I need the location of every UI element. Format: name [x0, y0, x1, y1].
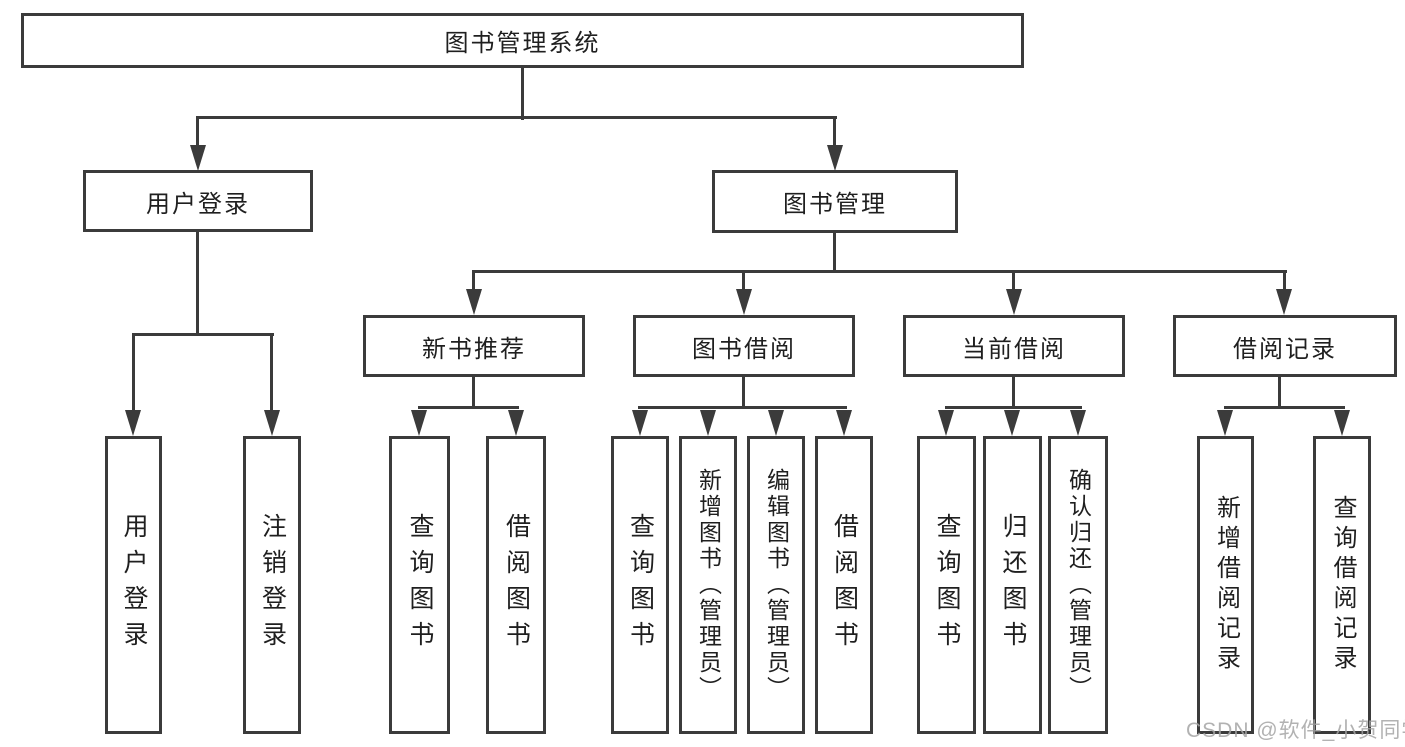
node-leaf-logout: 注销登录 [243, 436, 301, 734]
arrowhead-down-icon [1070, 410, 1086, 436]
node-leaf-add-borrow-record-label: 新增借阅记录 [1212, 495, 1240, 675]
node-leaf-add-borrow-record: 新增借阅记录 [1197, 436, 1254, 734]
connector-line [638, 406, 847, 409]
connector-line [196, 116, 837, 119]
node-leaf-confirm-return-admin: 确认归还（管理员） [1048, 436, 1108, 734]
node-leaf-confirm-return-admin-label: 确认归还（管理员） [1065, 468, 1092, 702]
arrowhead-down-icon [938, 410, 954, 436]
node-new-book-recommend: 新书推荐 [363, 315, 585, 377]
arrowhead-down-icon [1276, 289, 1292, 315]
node-leaf-return-books: 归还图书 [983, 436, 1042, 734]
node-leaf-query-books-borrow-label: 查询图书 [626, 513, 655, 657]
node-current-borrow-label: 当前借阅 [962, 335, 1066, 363]
arrowhead-down-icon [768, 410, 784, 436]
arrowhead-down-icon [1217, 410, 1233, 436]
node-leaf-add-books-admin-label: 新增图书（管理员） [695, 468, 722, 702]
arrowhead-down-icon [264, 410, 280, 436]
connector-line [521, 68, 524, 120]
node-leaf-query-borrow-record-label: 查询借阅记录 [1329, 495, 1356, 675]
connector-line [945, 406, 1082, 409]
arrowhead-down-icon [632, 410, 648, 436]
arrowhead-down-icon [508, 410, 524, 436]
connector-line [833, 233, 836, 273]
connector-line [196, 232, 199, 336]
node-book-management-label: 图书管理 [783, 191, 887, 218]
connector-line [132, 333, 274, 336]
connector-line [1278, 377, 1281, 409]
arrowhead-down-icon [466, 289, 482, 315]
node-leaf-add-books-admin: 新增图书（管理员） [679, 436, 737, 734]
connector-line [742, 270, 745, 291]
watermark: CSDN @软件_小贺同学 [1186, 719, 1405, 742]
arrowhead-down-icon [700, 410, 716, 436]
connector-line [1283, 270, 1286, 291]
connector-line [1012, 270, 1015, 291]
connector-line [472, 270, 475, 291]
connector-line [270, 333, 273, 412]
node-leaf-query-books-recommend-label: 查询图书 [406, 513, 434, 657]
connector-line [132, 333, 135, 412]
node-leaf-query-books-current-label: 查询图书 [933, 513, 961, 657]
node-leaf-query-borrow-record: 查询借阅记录 [1313, 436, 1371, 734]
node-user-login-label: 用户登录 [146, 190, 250, 218]
connector-line [1012, 377, 1015, 409]
connector-line [418, 406, 519, 409]
node-borrow-records-label: 借阅记录 [1233, 335, 1337, 363]
node-book-borrow: 图书借阅 [633, 315, 855, 377]
node-leaf-borrow-books: 借阅图书 [815, 436, 873, 734]
arrowhead-down-icon [190, 145, 206, 171]
node-leaf-user-login-label: 用户登录 [120, 513, 148, 657]
connector-line [833, 116, 836, 147]
node-library-system-label: 图书管理系统 [444, 30, 601, 57]
connector-line [472, 377, 475, 409]
connector-line [1224, 406, 1345, 409]
node-borrow-records: 借阅记录 [1173, 315, 1397, 377]
node-leaf-return-books-label: 归还图书 [999, 513, 1027, 657]
arrowhead-down-icon [1006, 289, 1022, 315]
node-leaf-query-books-recommend: 查询图书 [389, 436, 450, 734]
node-leaf-edit-books-admin: 编辑图书（管理员） [747, 436, 805, 734]
arrowhead-down-icon [125, 410, 141, 436]
node-leaf-borrow-books-recommend-label: 借阅图书 [502, 513, 531, 657]
node-leaf-borrow-books-label: 借阅图书 [830, 513, 859, 657]
node-leaf-edit-books-admin-label: 编辑图书（管理员） [763, 468, 790, 702]
arrowhead-down-icon [836, 410, 852, 436]
node-book-borrow-label: 图书借阅 [692, 335, 796, 363]
arrowhead-down-icon [1334, 410, 1350, 436]
node-book-management: 图书管理 [712, 170, 958, 233]
node-library-system: 图书管理系统 [21, 13, 1024, 68]
node-leaf-query-books-current: 查询图书 [917, 436, 976, 734]
arrowhead-down-icon [411, 410, 427, 436]
arrowhead-down-icon [736, 289, 752, 315]
node-leaf-user-login: 用户登录 [105, 436, 162, 734]
arrowhead-down-icon [827, 145, 843, 171]
connector-line [742, 377, 745, 409]
node-new-book-recommend-label: 新书推荐 [422, 335, 526, 363]
connector-line [472, 270, 1287, 273]
node-leaf-query-books-borrow: 查询图书 [611, 436, 669, 734]
node-current-borrow: 当前借阅 [903, 315, 1125, 377]
arrowhead-down-icon [1004, 410, 1020, 436]
node-leaf-logout-label: 注销登录 [258, 513, 287, 657]
node-user-login: 用户登录 [83, 170, 313, 232]
node-leaf-borrow-books-recommend: 借阅图书 [486, 436, 546, 734]
connector-line [196, 116, 199, 147]
